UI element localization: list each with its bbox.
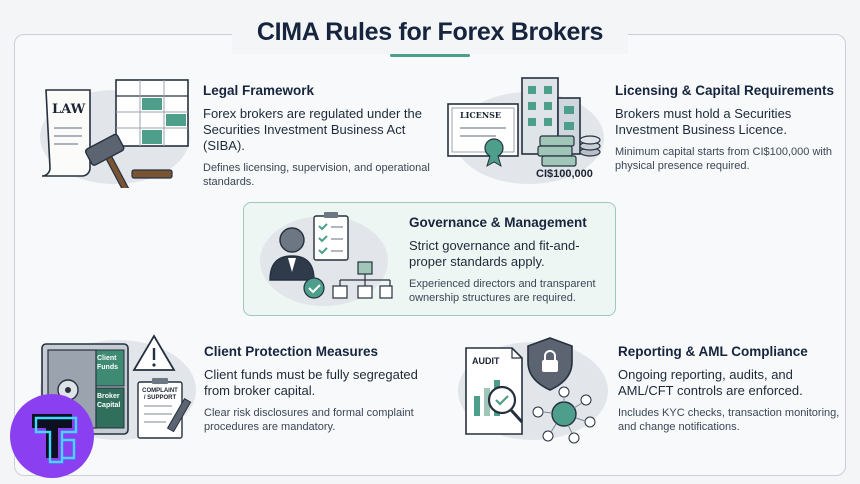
reporting-lead: Ongoing reporting, audits, and AML/CFT c… [618,367,803,398]
governance-note: Experienced directors and transparent ow… [409,278,596,304]
licensing-note: Minimum capital starts from CI$100,000 w… [615,146,833,172]
client-protection-illustration: Client Funds Broker Capital COMPLAINT / … [38,334,198,444]
legal-note: Defines licensing, supervision, and oper… [203,162,430,188]
complaint-label: COMPLAINT / SUPPORT [142,388,178,401]
client-lead: Client funds must be fully segregated fr… [204,367,418,398]
licensing-lead: Brokers must hold a Securities Investmen… [615,106,792,137]
client-funds-label: Client Funds [97,355,118,371]
law-scroll-icon [41,79,189,188]
manager-org-chart-icon [269,212,393,299]
legal-illustration: LAW [36,78,196,188]
governance-lead: Strict governance and fit-and-proper sta… [409,238,580,269]
page-title: CIMA Rules for Forex Brokers [256,18,604,46]
licensing-section: Licensing & Capital Requirements Brokers… [615,82,843,173]
licensing-heading: Licensing & Capital Requirements [615,83,835,98]
legal-framework-section: Legal Framework Forex brokers are regula… [203,82,448,189]
governance-illustration [254,210,394,310]
capital-amount-label: CI$100,000 [536,168,593,180]
brand-logo-icon [32,414,78,464]
client-heading: Client Protection Measures [204,344,379,359]
broker-capital-label: Broker Capital [97,393,121,409]
reporting-illustration: AUDIT [452,334,612,444]
safe-vault-icon [41,334,192,439]
reporting-heading: Reporting & AML Compliance [618,344,808,359]
client-protection-section: Client Protection Measures Client funds … [204,343,444,434]
license-label: LICENSE [460,110,502,120]
governance-section: Governance & Management Strict governanc… [409,214,609,305]
audit-shield-network-icon [465,337,596,444]
license-certificate-icon [447,77,601,168]
client-note: Clear risk disclosures and formal compla… [204,407,414,433]
legal-lead: Forex brokers are regulated under the Se… [203,106,422,153]
title-underline [390,54,470,57]
law-label: LAW [52,102,86,117]
brand-logo [10,394,94,478]
audit-label: AUDIT [472,356,500,366]
governance-heading: Governance & Management [409,215,587,230]
legal-heading: Legal Framework [203,83,315,98]
reporting-section: Reporting & AML Compliance Ongoing repor… [618,343,843,434]
licensing-illustration: LICENSE CI$100,000 [440,76,610,186]
title-wrap: CIMA Rules for Forex Brokers [232,14,628,54]
reporting-note: Includes KYC checks, transaction monitor… [618,407,840,433]
